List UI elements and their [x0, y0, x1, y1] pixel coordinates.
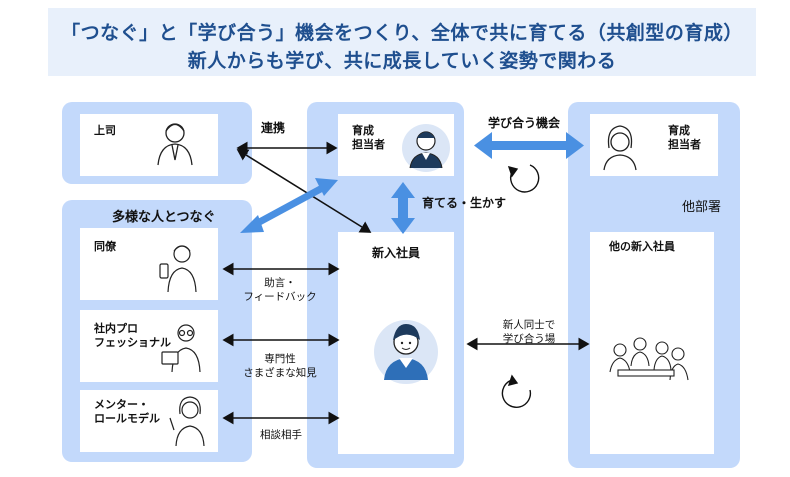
cycle-icon-top [507, 164, 540, 193]
newcomer-label: 新入社員 [372, 246, 421, 260]
mentor-card [80, 390, 218, 452]
nurture-arrow [391, 182, 415, 234]
title-line-1: 「つなぐ」と「学び合う」機会をつくり、全体で共に育てる（共創型の育成） [61, 22, 743, 44]
renkei-label: 連携 [261, 121, 286, 135]
boss-label: 上司 [94, 124, 116, 137]
pro-label: 社内プロ フェッショナル [94, 322, 171, 349]
consult-label: 相談相手 [260, 429, 302, 441]
trainer-avatar-icon [402, 124, 450, 172]
connect-diverse-arrow [240, 178, 338, 233]
trainer-label: 育成 担当者 [352, 124, 385, 151]
other-newcomers-card [590, 232, 714, 454]
cycle-icon-bottom [501, 374, 532, 408]
boss-card [80, 114, 218, 176]
learning-opportunity-label: 学び合う機会 [488, 116, 561, 130]
expertise-label: 専門性 さまざまな知見 [243, 353, 317, 379]
other-trainer-label: 育成 担当者 [668, 124, 701, 151]
other-dept-label: 他部署 [682, 200, 722, 215]
title-banner: 「つなぐ」と「学び合う」機会をつくり、全体で共に育てる（共創型の育成） 新人から… [48, 8, 756, 76]
boss-icon [157, 123, 193, 166]
colleague-label: 同僚 [94, 240, 116, 253]
other-newcomers-label: 他の新入社員 [609, 240, 675, 253]
mentor-icon [169, 396, 205, 447]
group-meeting-icon [609, 337, 689, 381]
advice-label: 助言・ フィードバック [243, 277, 317, 303]
colleague-card [80, 228, 218, 300]
boss-newcomer-arrow [236, 149, 372, 233]
nurture-label: 育てる・生かす [422, 196, 507, 210]
colleague-phone-icon [159, 245, 197, 293]
female-trainer-icon [603, 125, 637, 171]
pro-card [80, 310, 218, 382]
title-line-2: 新人からも学び、共に成長していく姿勢で関わる [187, 50, 617, 72]
newcomer-avatar-icon [374, 320, 438, 384]
mentor-label: メンター・ ロールモデル [94, 398, 160, 425]
professional-tablet-icon [161, 324, 201, 373]
learning-opportunity-arrow [474, 132, 584, 159]
peer-label: 新人同士で 学び合う場 [502, 319, 556, 345]
diverse-people-title: 多様な人とつなぐ [112, 210, 216, 225]
